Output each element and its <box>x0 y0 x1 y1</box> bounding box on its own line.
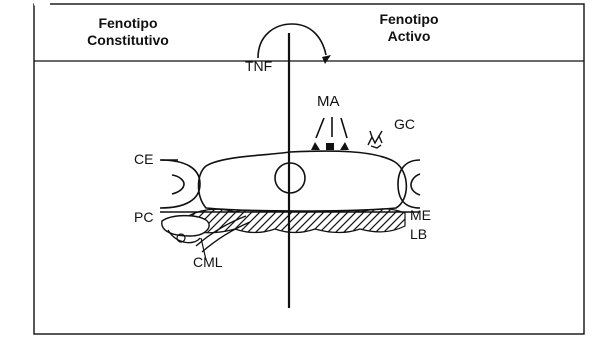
heading-constitutive-line2: Constitutivo <box>70 32 186 49</box>
heading-constitutive-line1: Fenotipo <box>70 15 186 32</box>
label-cml: CML <box>193 254 223 270</box>
label-ma: MA <box>317 93 340 110</box>
label-lb: LB <box>410 226 427 242</box>
tnf-arrowhead <box>322 55 331 64</box>
ma-marker-1 <box>311 142 320 150</box>
label-tnf: TNF <box>245 58 272 74</box>
heading-active-line2: Activo <box>363 28 455 45</box>
label-me: ME <box>410 207 431 223</box>
heading-active-line1: Fenotipo <box>363 11 455 28</box>
tnf-curved-arrow <box>258 24 326 58</box>
ma-marker-3 <box>340 142 349 150</box>
pericyte <box>162 216 209 236</box>
label-gc: GC <box>394 116 415 132</box>
label-pc: PC <box>134 209 153 225</box>
ma-pointer-3 <box>341 118 347 138</box>
left-neighbor-cell <box>160 160 200 208</box>
heading-active: Fenotipo Activo <box>363 11 455 45</box>
left-neighbor-nucleus <box>172 175 184 194</box>
ma-marker-2 <box>326 143 334 150</box>
glycocalyx-symbol <box>368 131 382 148</box>
right-neighbor-nucleus <box>411 174 420 195</box>
ma-pointer-1 <box>316 118 324 138</box>
label-ce: CE <box>134 151 153 167</box>
heading-constitutive: Fenotipo Constitutivo <box>70 15 186 49</box>
